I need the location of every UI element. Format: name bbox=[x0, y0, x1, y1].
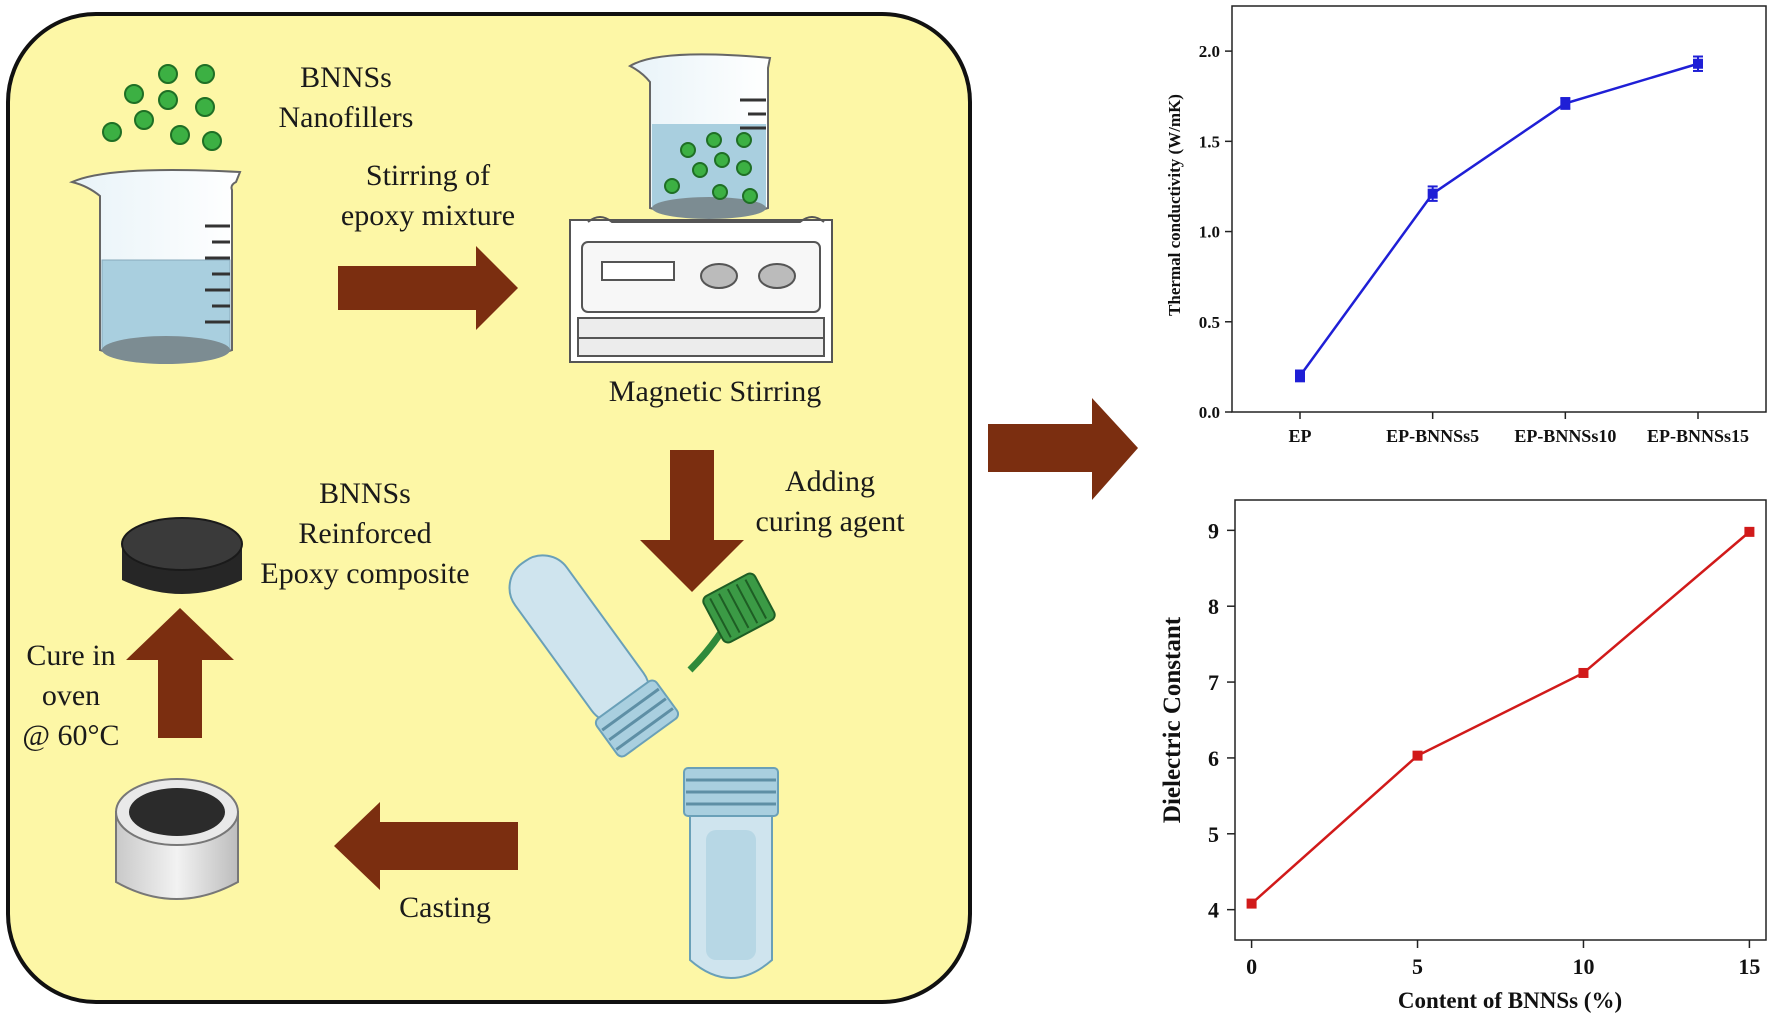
casting-mold-icon bbox=[115, 778, 239, 900]
magnetic-stirring-label: Magnetic Stirring bbox=[608, 375, 822, 408]
cure-label: Cure in oven @ 60°C bbox=[10, 636, 132, 756]
cure-label-line3: @ 60°C bbox=[22, 719, 120, 752]
composite-label-line3: Epoxy composite bbox=[260, 557, 470, 590]
casting-label: Casting bbox=[399, 891, 491, 924]
composite-label-line1: BNNSs bbox=[319, 477, 411, 510]
beaker-label-line2: Nanofillers bbox=[278, 101, 414, 134]
arrow-right-icon bbox=[338, 246, 518, 330]
arrow-down-icon bbox=[640, 450, 744, 592]
arrow-to-charts-icon bbox=[988, 398, 1138, 500]
arrow-left-icon bbox=[334, 802, 518, 890]
curing-label-line2: curing agent bbox=[755, 505, 905, 538]
cure-label-line1: Cure in bbox=[26, 639, 116, 672]
stirring-label-line2: epoxy mixture bbox=[340, 199, 516, 232]
composite-disc-icon bbox=[121, 517, 243, 594]
beaker-label-line1: BNNSs bbox=[300, 61, 392, 94]
beaker-label: BNNSs Nanofillers bbox=[246, 58, 446, 138]
stirring-label: Stirring of epoxy mixture bbox=[316, 156, 540, 236]
curing-label: Adding curing agent bbox=[740, 462, 920, 542]
arrow-up-icon bbox=[126, 608, 234, 738]
tube-with-cap-icon bbox=[508, 554, 776, 758]
stirring-label-line1: Stirring of bbox=[365, 159, 491, 192]
composite-label-line2: Reinforced bbox=[298, 517, 432, 550]
magnetic-stirrer-icon bbox=[569, 216, 833, 363]
composite-label: BNNSs Reinforced Epoxy composite bbox=[240, 474, 490, 594]
stirring-beaker-icon bbox=[627, 53, 772, 219]
beaker-icon bbox=[68, 168, 242, 364]
vial-icon bbox=[683, 767, 779, 979]
cure-label-line2: oven bbox=[41, 679, 101, 712]
curing-label-line1: Adding bbox=[785, 465, 875, 498]
nanofiller-dots-icon bbox=[102, 64, 222, 151]
